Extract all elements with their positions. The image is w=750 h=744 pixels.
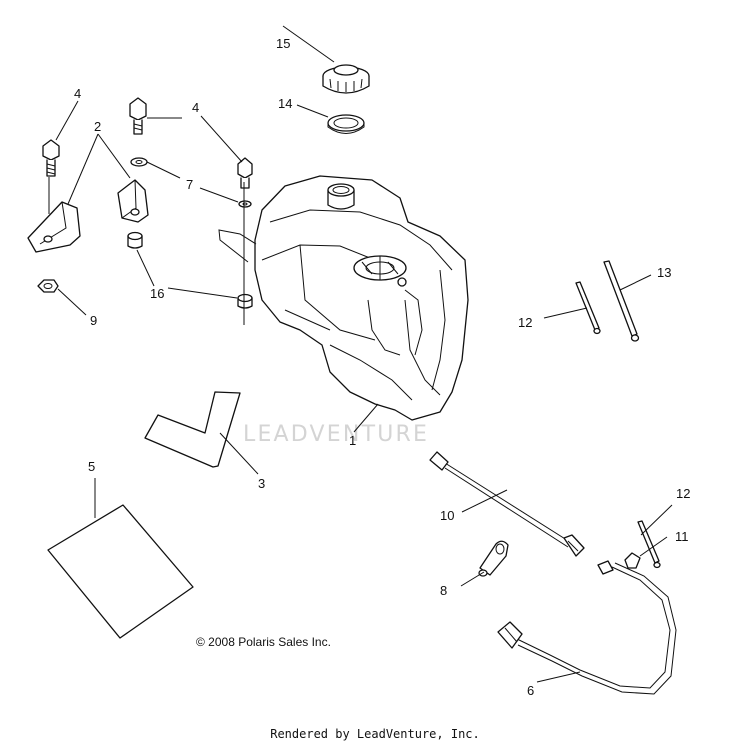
callout-2: 2 [94,119,101,134]
rendered-by-footer: Rendered by LeadVenture, Inc. [270,727,480,741]
l-shaped-pad [144,391,241,468]
callout-12-lower: 12 [676,486,690,501]
bolt-left [42,139,60,177]
tie-strap-long [603,260,640,342]
callout-1: 1 [349,433,356,448]
callout-14: 14 [278,96,292,111]
copyright-notice: © 2008 Polaris Sales Inc. [196,635,331,649]
rectangular-pad [47,504,194,639]
callout-4-right: 4 [192,100,199,115]
callout-5: 5 [88,459,95,474]
nut [37,279,59,293]
callout-16: 16 [150,286,164,301]
tie-strap-upper [575,281,601,335]
watermark-text: LEADVENTURE [243,422,429,447]
callout-7: 7 [186,177,193,192]
bracket-right [117,179,149,223]
callout-9: 9 [90,313,97,328]
bolt-right [237,157,253,189]
gas-cap [322,64,370,94]
callout-15: 15 [276,36,290,51]
callout-6: 6 [527,683,534,698]
bracket-left [27,201,81,253]
gasket [327,114,365,134]
leader-lines [48,25,673,683]
hose [497,560,677,695]
fuel-tank [218,175,469,421]
callout-4-left: 4 [74,86,81,101]
bolt-top [129,97,147,135]
callout-8: 8 [440,583,447,598]
washer-upper [130,157,148,167]
callout-12-upper: 12 [518,315,532,330]
callout-3: 3 [258,476,265,491]
callout-11: 11 [675,529,689,544]
washer-lower [238,200,252,208]
grommet-right [237,293,253,309]
grommet-left [127,231,143,249]
clamp [478,540,509,577]
callout-10: 10 [440,508,454,523]
callout-13: 13 [657,265,671,280]
cable [429,451,585,557]
fitting [624,552,641,569]
callout-numbers: 1 2 3 4 4 5 6 7 8 9 10 11 12 12 13 14 15… [74,36,690,698]
